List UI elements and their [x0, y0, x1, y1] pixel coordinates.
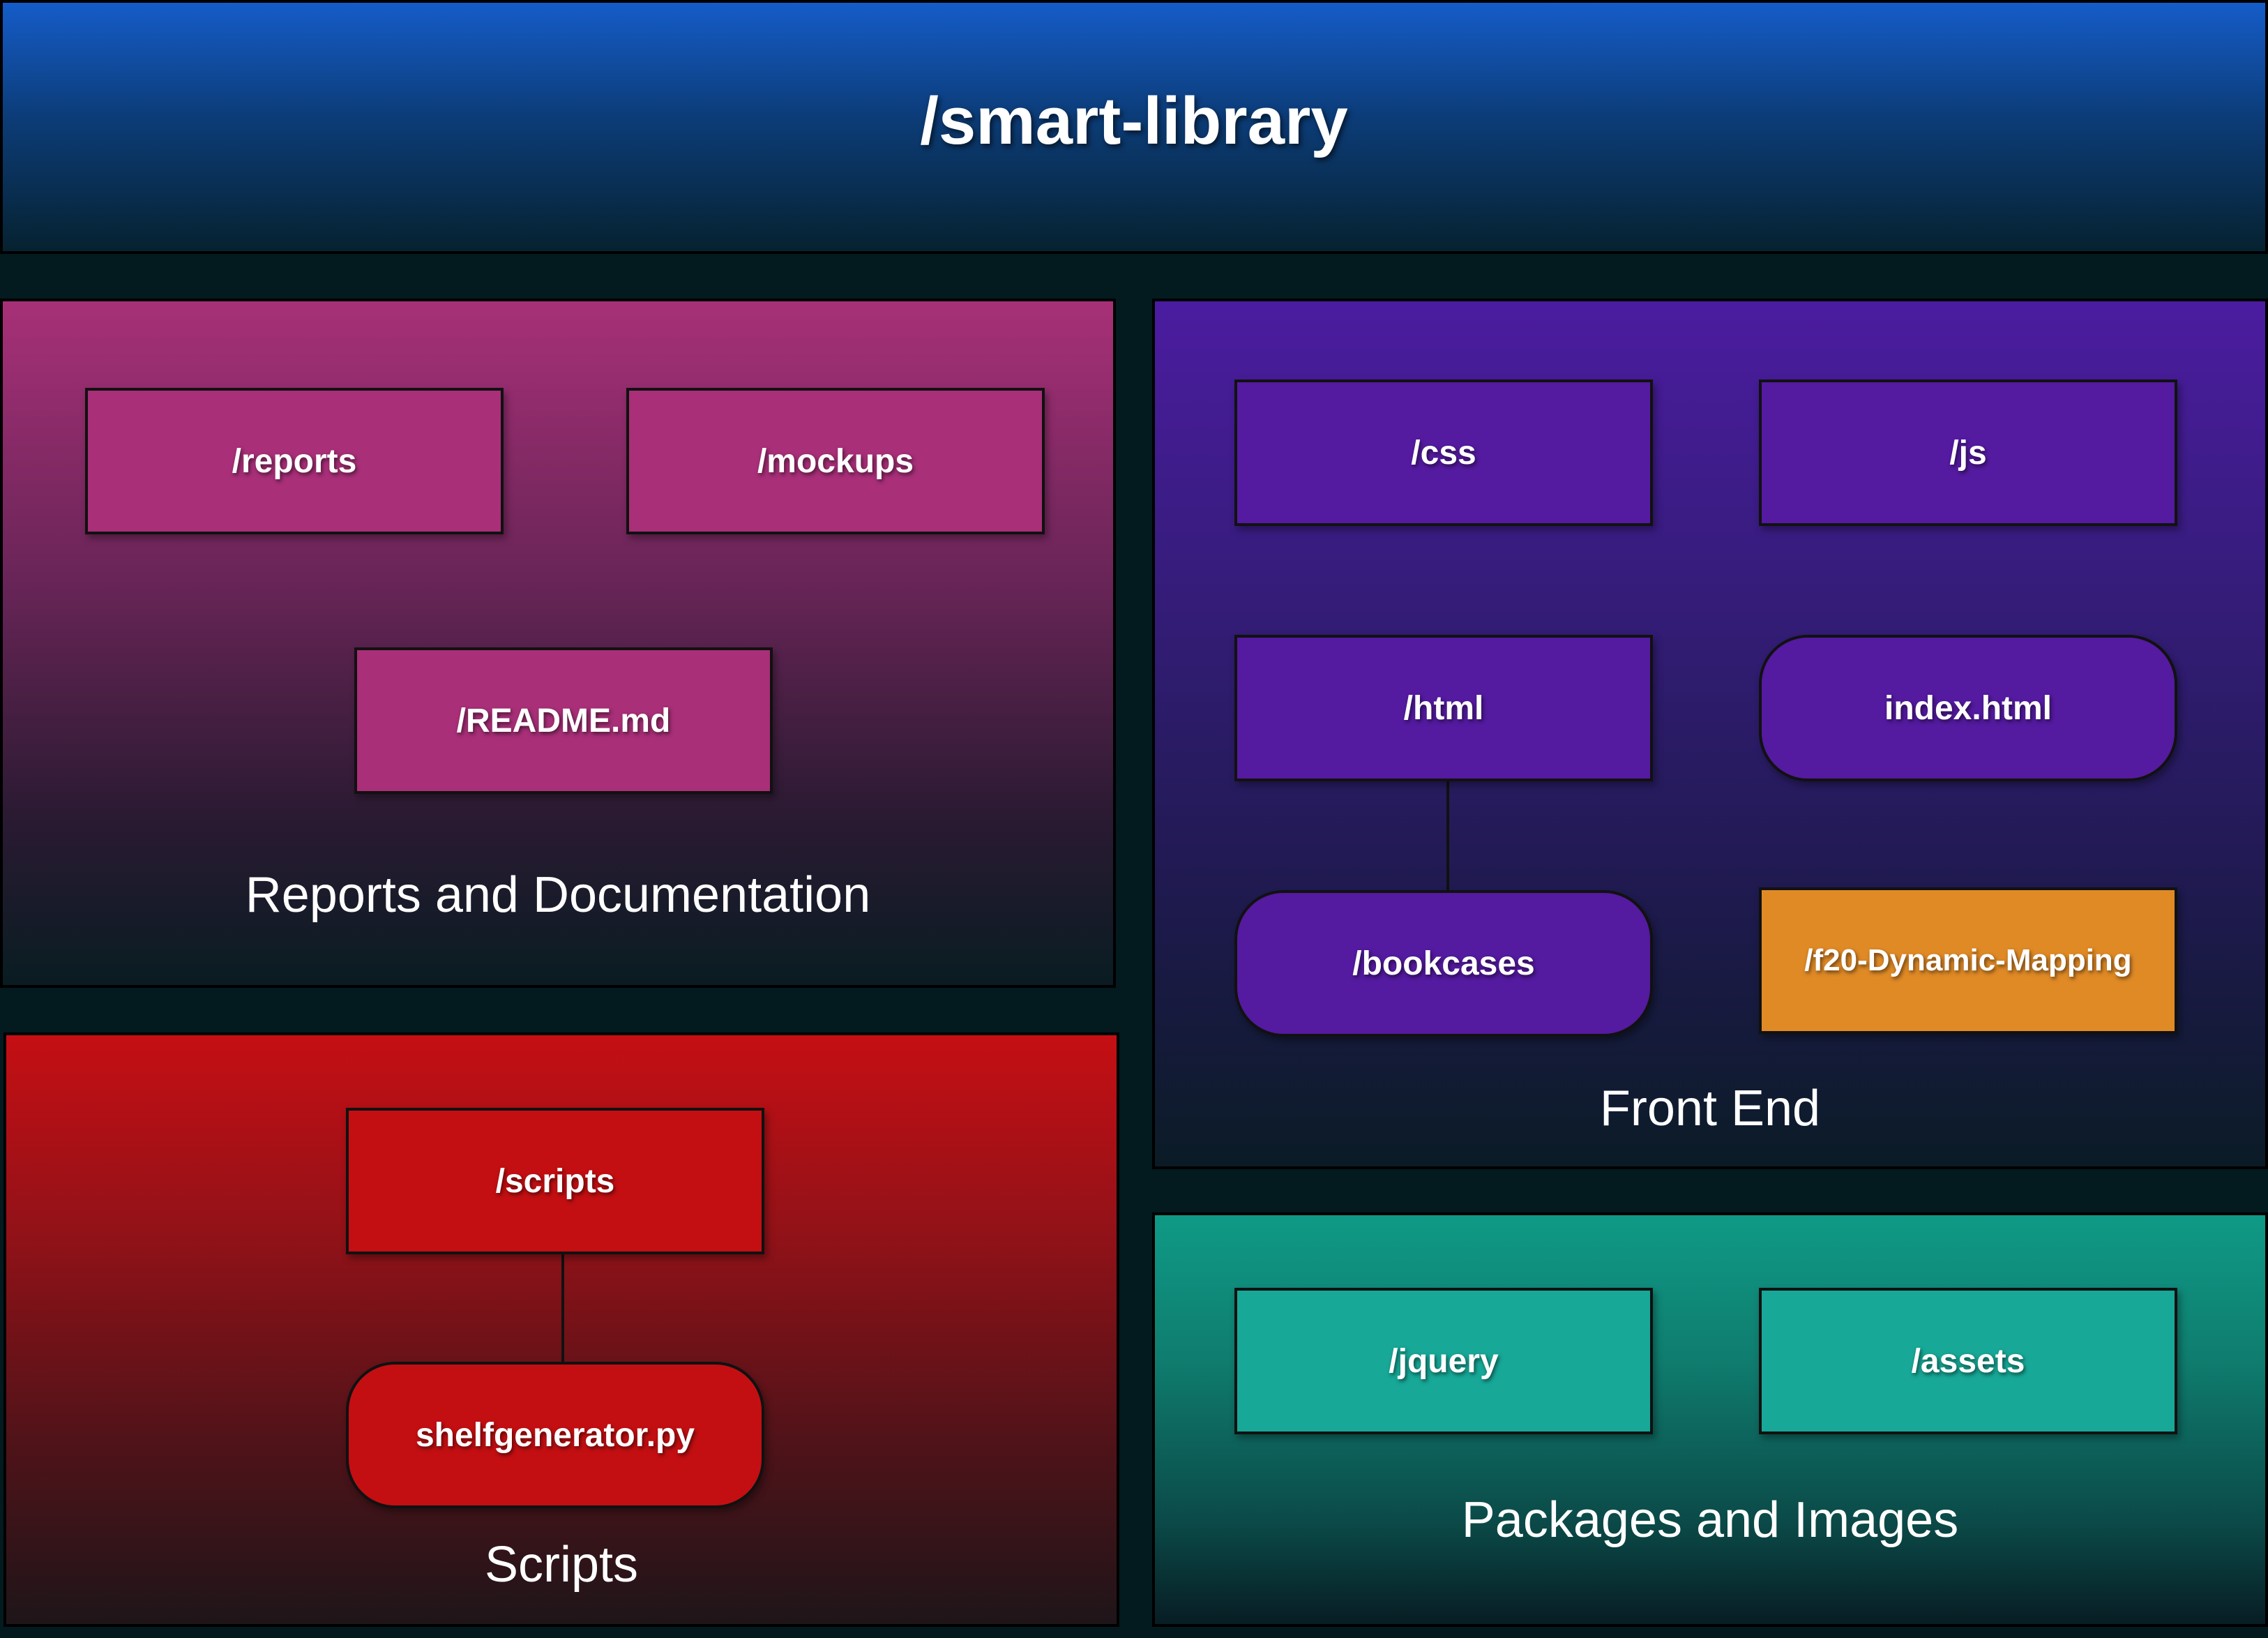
- node-bookcases[interactable]: /bookcases: [1234, 890, 1653, 1037]
- node-jquery[interactable]: /jquery: [1234, 1288, 1653, 1434]
- packages-panel: /jquery /assets Packages and Images: [1152, 1212, 2268, 1627]
- node-shelfgenerator[interactable]: shelfgenerator.py: [346, 1362, 764, 1508]
- scripts-connector: [561, 1253, 564, 1365]
- node-scripts[interactable]: /scripts: [346, 1108, 764, 1254]
- node-mockups[interactable]: /mockups: [626, 388, 1045, 534]
- node-readme[interactable]: /README.md: [354, 647, 773, 794]
- packages-section-label: Packages and Images: [1461, 1492, 1959, 1548]
- node-index-html[interactable]: index.html: [1759, 635, 2177, 781]
- frontend-section-label: Front End: [1599, 1081, 1821, 1136]
- node-html[interactable]: /html: [1234, 635, 1653, 781]
- docs-panel: /reports /mockups /README.md Reports and…: [0, 299, 1116, 988]
- docs-section-label: Reports and Documentation: [245, 867, 871, 923]
- node-dynamic-mapping[interactable]: /f20-Dynamic-Mapping: [1759, 887, 2177, 1034]
- scripts-panel: /scripts shelfgenerator.py Scripts: [3, 1032, 1119, 1627]
- node-css[interactable]: /css: [1234, 380, 1653, 526]
- root-title: /smart-library: [920, 84, 1348, 158]
- node-assets[interactable]: /assets: [1759, 1288, 2177, 1434]
- html-bookcases-connector: [1446, 780, 1449, 892]
- node-js[interactable]: /js: [1759, 380, 2177, 526]
- scripts-section-label: Scripts: [484, 1537, 639, 1593]
- frontend-panel: /css /js /html index.html /bookcases /f2…: [1152, 299, 2268, 1169]
- node-reports[interactable]: /reports: [85, 388, 504, 534]
- header-panel: /smart-library: [0, 0, 2268, 254]
